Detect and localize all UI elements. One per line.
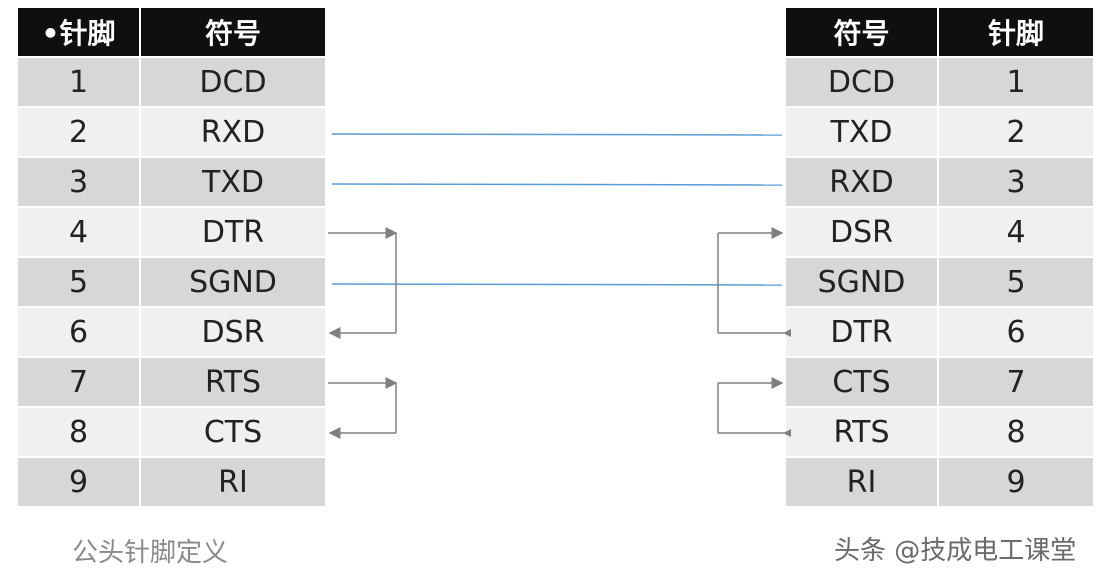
left-header-pin: •针脚 (18, 8, 141, 58)
left-symbol-cell: DTR (141, 208, 327, 258)
left-table-header: •针脚 符号 (18, 8, 327, 58)
left-symbol-cell: RXD (141, 108, 327, 158)
right-pin-cell: 1 (939, 58, 1095, 108)
left-pin-cell: 3 (18, 158, 141, 208)
left-pin-cell: 8 (18, 408, 141, 458)
straight-wire (331, 183, 783, 186)
straight-wire (331, 133, 783, 136)
left-symbol-cell: DCD (141, 58, 327, 108)
left-symbol-cell: SGND (141, 258, 327, 308)
table-row: 1 DCD (18, 58, 327, 108)
table-row: DTR 6 (786, 308, 1095, 358)
right-pin-cell: 6 (939, 308, 1095, 358)
arrow-left-icon (783, 329, 791, 337)
left-pin-cell: 9 (18, 458, 141, 508)
right-symbol-cell: TXD (786, 108, 939, 158)
left-pin-cell: 2 (18, 108, 141, 158)
left-pin-cell: 1 (18, 58, 141, 108)
table-row: 9 RI (18, 458, 327, 508)
table-row: CTS 7 (786, 358, 1095, 408)
table-row: 7 RTS (18, 358, 327, 408)
left-header-symbol: 符号 (141, 8, 327, 58)
right-symbol-cell: RI (786, 458, 939, 508)
table-row: DSR 4 (786, 208, 1095, 258)
right-header-symbol: 符号 (786, 8, 939, 58)
right-symbol-cell: RXD (786, 158, 939, 208)
right-symbol-cell: SGND (786, 258, 939, 308)
right-caption: 头条 @技成电工课堂 (834, 536, 1077, 566)
right-symbol-cell: DCD (786, 58, 939, 108)
left-pin-cell: 5 (18, 258, 141, 308)
table-row: 6 DSR (18, 308, 327, 358)
table-row: DCD 1 (786, 58, 1095, 108)
right-pin-cell: 5 (939, 258, 1095, 308)
right-symbol-cell: DSR (786, 208, 939, 258)
right-pin-table: 符号 针脚 DCD 1 TXD 2 RXD 3 DSR 4 SGND 5 DTR… (786, 8, 1095, 508)
left-symbol-cell: CTS (141, 408, 327, 458)
right-symbol-cell: DTR (786, 308, 939, 358)
straight-wire (331, 283, 783, 286)
right-symbol-cell: RTS (786, 408, 939, 458)
table-row: RXD 3 (786, 158, 1095, 208)
right-pin-cell: 7 (939, 358, 1095, 408)
right-symbol-cell: CTS (786, 358, 939, 408)
right-header-pin: 针脚 (939, 8, 1095, 58)
left-symbol-cell: RTS (141, 358, 327, 408)
left-symbol-cell: RI (141, 458, 327, 508)
right-table-header: 符号 针脚 (786, 8, 1095, 58)
table-row: 4 DTR (18, 208, 327, 258)
table-row: 8 CTS (18, 408, 327, 458)
left-pin-cell: 6 (18, 308, 141, 358)
table-row: 3 TXD (18, 158, 327, 208)
left-pin-cell: 4 (18, 208, 141, 258)
left-symbol-cell: DSR (141, 308, 327, 358)
left-pin-table: •针脚 符号 1 DCD 2 RXD 3 TXD 4 DTR 5 SGND 6 … (18, 8, 327, 508)
right-pin-cell: 8 (939, 408, 1095, 458)
right-pin-cell: 3 (939, 158, 1095, 208)
arrow-left-icon (783, 429, 791, 437)
right-pin-cell: 9 (939, 458, 1095, 508)
right-pin-cell: 2 (939, 108, 1095, 158)
left-caption: 公头针脚定义 (72, 538, 229, 568)
table-row: SGND 5 (786, 258, 1095, 308)
table-row: RTS 8 (786, 408, 1095, 458)
table-row: TXD 2 (786, 108, 1095, 158)
table-row: RI 9 (786, 458, 1095, 508)
right-pin-cell: 4 (939, 208, 1095, 258)
table-row: 2 RXD (18, 108, 327, 158)
left-symbol-cell: TXD (141, 158, 327, 208)
table-row: 5 SGND (18, 258, 327, 308)
left-pin-cell: 7 (18, 358, 141, 408)
